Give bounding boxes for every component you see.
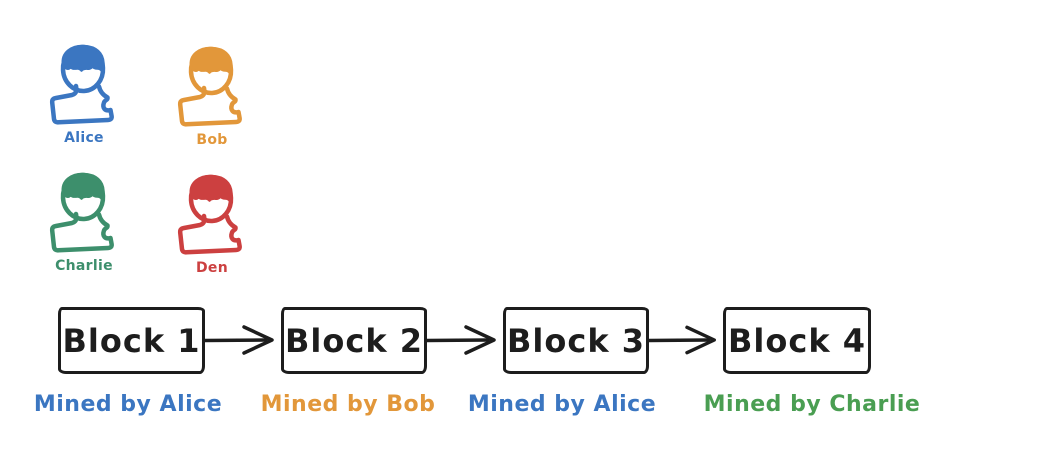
- person-label-alice: Alice: [64, 130, 104, 146]
- block-2: Block 2: [281, 307, 427, 374]
- person-alice: Alice: [48, 44, 120, 146]
- person-bust-icon: [177, 46, 242, 127]
- person-bob: Bob: [176, 46, 248, 148]
- block-4-label: Block 4: [728, 321, 866, 360]
- block-1: Block 1: [58, 307, 205, 374]
- block-3-label: Block 3: [507, 321, 645, 360]
- mined-by-label-block-2: Mined by Bob: [260, 392, 436, 417]
- arrow-right-icon: [204, 325, 282, 355]
- block-4: Block 4: [723, 307, 871, 374]
- mined-by-label-block-3: Mined by Alice: [467, 392, 657, 417]
- mined-by-label-block-1: Mined by Alice: [33, 392, 223, 417]
- block-2-label: Block 2: [285, 321, 423, 360]
- person-label-charlie: Charlie: [55, 258, 113, 274]
- person-label-bob: Bob: [196, 132, 228, 148]
- block-1-label: Block 1: [62, 321, 201, 360]
- person-den: Den: [176, 174, 248, 276]
- arrow-right-icon: [648, 325, 724, 355]
- person-bust-icon: [49, 172, 114, 253]
- person-charlie: Charlie: [48, 172, 120, 274]
- mined-by-label-block-4: Mined by Charlie: [703, 392, 921, 417]
- person-bust-icon: [177, 174, 242, 255]
- person-label-den: Den: [196, 260, 228, 276]
- arrow-right-icon: [426, 325, 504, 355]
- person-bust-icon: [49, 44, 114, 125]
- block-3: Block 3: [503, 307, 649, 374]
